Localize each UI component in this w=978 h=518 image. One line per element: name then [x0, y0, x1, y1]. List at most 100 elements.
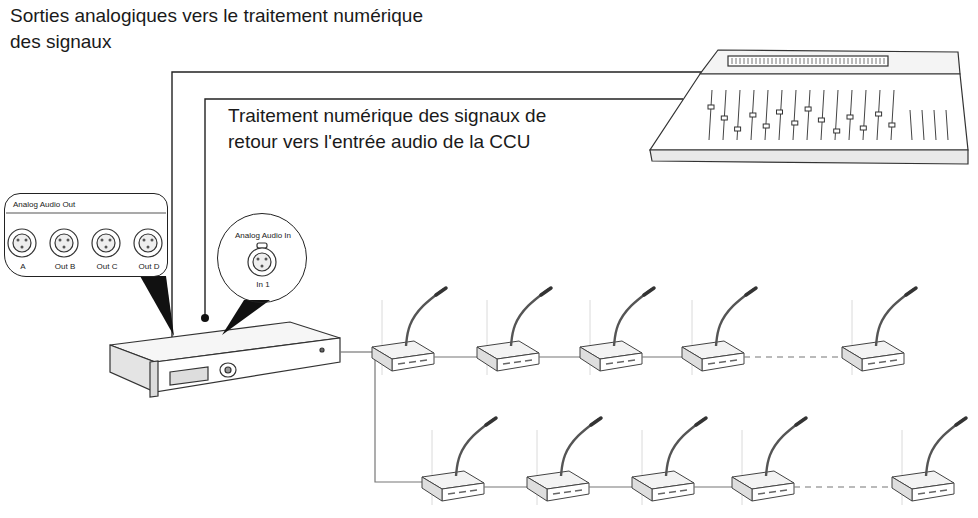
meter-tick [792, 58, 793, 64]
xlr-connectors [6, 213, 166, 257]
meter-tick [868, 58, 869, 64]
meter-tick [736, 58, 737, 64]
meter-tick [832, 58, 833, 64]
meter-tick [888, 58, 889, 64]
fader-track [765, 90, 768, 140]
fader-track [863, 90, 866, 140]
delegate-microphone [527, 418, 601, 505]
connector-label: Out D [139, 262, 160, 272]
meter-tick [772, 58, 773, 64]
chain-cable [642, 356, 682, 357]
panel-title: Analog Audio Out [13, 200, 75, 210]
meter-tick [872, 58, 873, 64]
fader-knob [708, 105, 714, 109]
connector-label: Out C [97, 262, 118, 272]
fader-track [821, 90, 824, 140]
chain-cable [694, 486, 732, 487]
meter-tick [824, 58, 825, 64]
fader-track [807, 90, 810, 140]
meter-tick [732, 58, 733, 64]
meter-tick [780, 58, 781, 64]
fader-knob [847, 115, 853, 119]
meter-tick [800, 58, 801, 64]
meter-tick [744, 58, 745, 64]
meter-tick [852, 58, 853, 64]
chain-cable [744, 356, 842, 357]
fader-knob [876, 112, 882, 116]
panel-title: Analog Audio In [235, 231, 291, 241]
fader-knob [860, 126, 866, 130]
connector-label: A [20, 262, 25, 272]
callout-pointer [140, 276, 174, 336]
meter-tick [864, 58, 865, 64]
delegate-microphone [477, 288, 551, 375]
fader-track [793, 90, 796, 140]
xlr-input [248, 243, 276, 276]
master-fader [946, 110, 948, 140]
signal-caption: Sorties analogiques vers le traitement n… [10, 3, 440, 55]
callout-pointer [222, 300, 270, 335]
signal-caption: Traitement numérique des signaux de reto… [228, 103, 596, 155]
fader-knob [777, 110, 783, 114]
meter-tick [836, 58, 837, 64]
meter-tick [856, 58, 857, 64]
meter-tick [740, 58, 741, 64]
meter-tick [804, 58, 805, 64]
output-panel-callout: Analog Audio OutA Out B Out C Out D [4, 193, 168, 277]
fader-track [891, 90, 894, 140]
fader-track [709, 90, 712, 140]
fader-track [723, 90, 726, 140]
meter-tick [816, 58, 817, 64]
delegate-microphone [422, 418, 496, 505]
chain-cable [434, 356, 477, 357]
fader-knob [792, 121, 798, 125]
delegate-chain [340, 352, 422, 482]
return-wire [205, 99, 683, 318]
chain-cable [589, 486, 632, 487]
meter-tick [848, 58, 849, 64]
console-faders [708, 58, 948, 140]
chain-cable [484, 486, 527, 487]
fader-knob [750, 113, 756, 117]
meter-tick [776, 58, 777, 64]
fader-knob [721, 116, 727, 120]
fader-knob [735, 127, 741, 131]
meter-tick [840, 58, 841, 64]
meter-tick [784, 58, 785, 64]
fader-knob [805, 107, 811, 111]
meter-tick [788, 58, 789, 64]
delegate-microphone [732, 418, 806, 505]
delegate-microphone [842, 288, 916, 375]
fader-knob [834, 129, 840, 133]
meter-tick [764, 58, 765, 64]
master-fader [934, 110, 936, 140]
meter-tick [844, 58, 845, 64]
delegate-microphone [892, 418, 966, 505]
meter-tick [884, 58, 885, 64]
meter-tick [756, 58, 757, 64]
fader-knob [763, 124, 769, 128]
fader-track [737, 90, 740, 140]
master-fader [910, 110, 912, 140]
meter-tick [860, 58, 861, 64]
delegate-microphone [372, 288, 446, 375]
meter-tick [828, 58, 829, 64]
connector-label: In 1 [256, 280, 269, 290]
delegate-units [372, 288, 966, 505]
delegate-microphone [682, 288, 756, 375]
fader-track [779, 90, 782, 140]
meter-tick [796, 58, 797, 64]
mixing-console [650, 50, 968, 164]
delegate-microphone [632, 418, 706, 505]
meter-tick [876, 58, 877, 64]
connector-label: Out B [55, 262, 75, 272]
meter-tick [820, 58, 821, 64]
delegate-microphone [580, 288, 654, 375]
fader-knob [889, 123, 895, 127]
ccu-unit [110, 322, 340, 397]
chain-cable [794, 486, 892, 487]
wire-dot [201, 314, 209, 322]
meter-tick [752, 58, 753, 64]
